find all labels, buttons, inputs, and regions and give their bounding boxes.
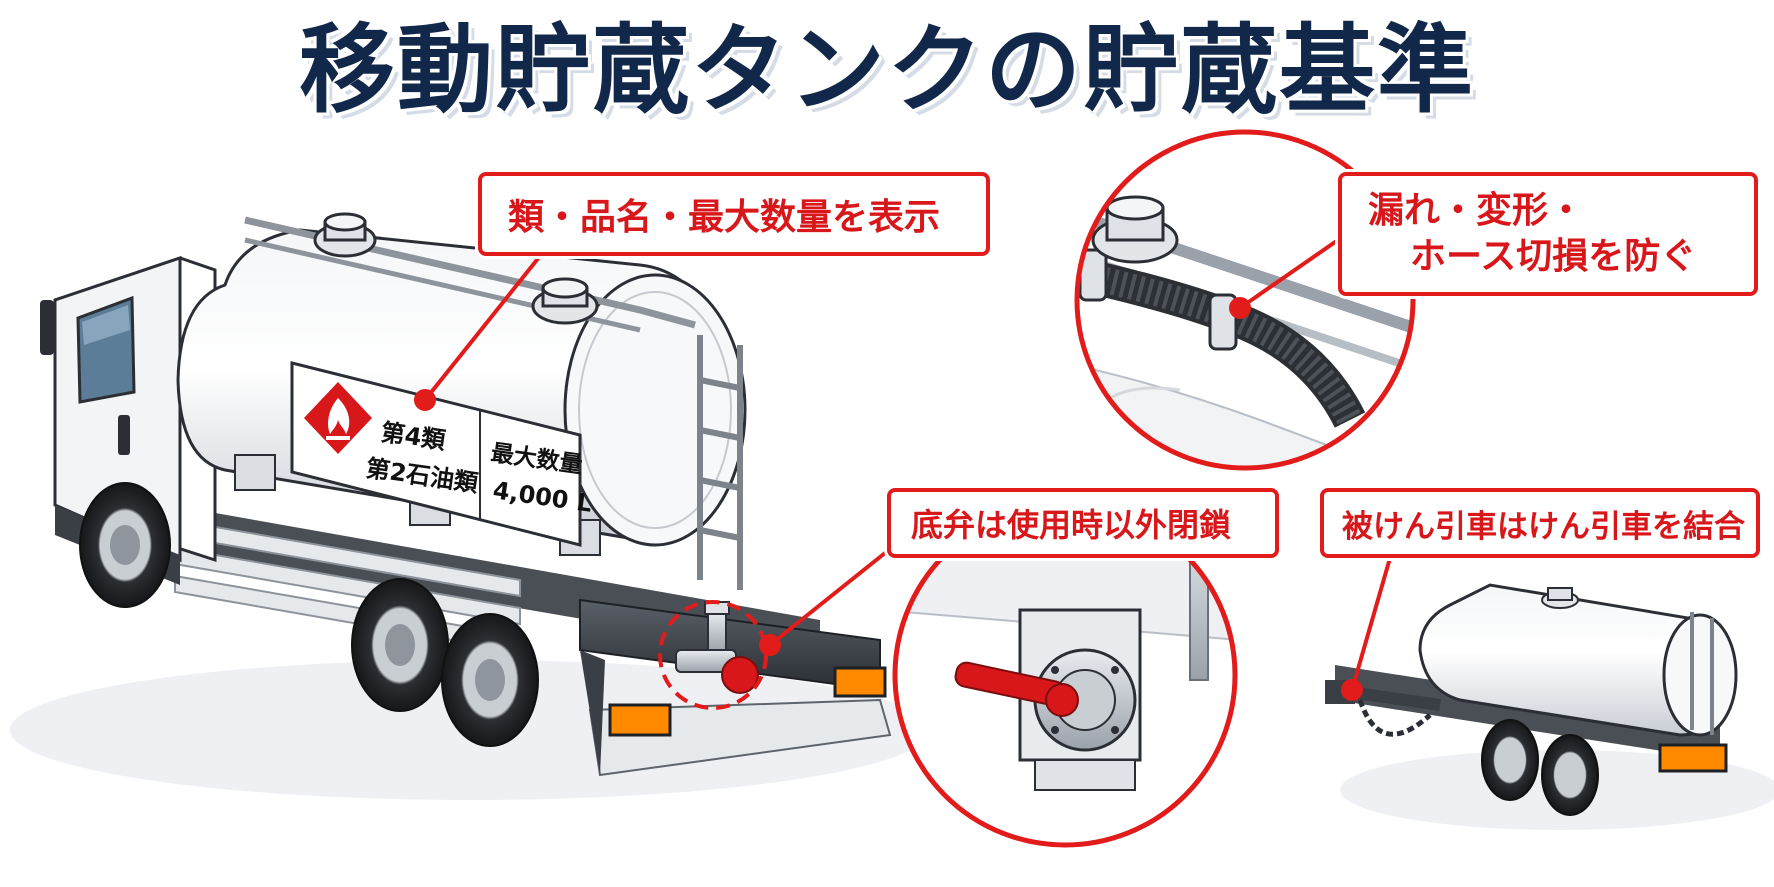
rear-ladder (697, 335, 743, 590)
valve-handle (721, 656, 759, 694)
leader-dot (414, 389, 436, 411)
leader-dot (1341, 679, 1363, 701)
side-mirror (40, 300, 54, 355)
callout-bottom-valve: 底弁は使用時以外閉鎖 (887, 488, 1279, 558)
callout-leak-prevention: 漏れ・変形・ ホース切損を防ぐ (1338, 172, 1758, 296)
tank-sign: 第4類 第2石油類 最大数量 4,000 L (290, 361, 594, 547)
towed-trailer (1325, 583, 1738, 816)
tail-light (608, 703, 672, 737)
manhole-cover (313, 212, 599, 325)
callout-leak-line2: ホース切損を防ぐ (1410, 236, 1697, 277)
truck-wheels (79, 482, 539, 747)
hazard-diamond (304, 382, 372, 454)
tank-handrail (244, 216, 696, 329)
leader-dot (759, 634, 781, 656)
safety-chain (1357, 699, 1432, 737)
page-title: 移動貯蔵タンクの貯蔵基準 (299, 14, 1475, 126)
flame-icon (328, 398, 350, 434)
tanker-truck: 第4類 第2石油類 最大数量 4,000 L (40, 212, 892, 777)
leader-lines (414, 238, 1392, 701)
rear-bumper (579, 598, 892, 777)
callout-trailer-coupling: 被けん引車はけん引車を結合 (1320, 488, 1760, 558)
leader-dot (1229, 297, 1251, 319)
callout-display-text: 類・品名・最大数量を表示 (508, 197, 941, 238)
tail-light (833, 666, 887, 698)
callout-valve-text: 底弁は使用時以外閉鎖 (911, 506, 1232, 544)
callout-display-info: 類・品名・最大数量を表示 (478, 172, 990, 256)
callout-trailer-text: 被けん引車はけん引車を結合 (1342, 508, 1745, 545)
callout-leak-line1: 漏れ・変形・ (1368, 190, 1585, 231)
